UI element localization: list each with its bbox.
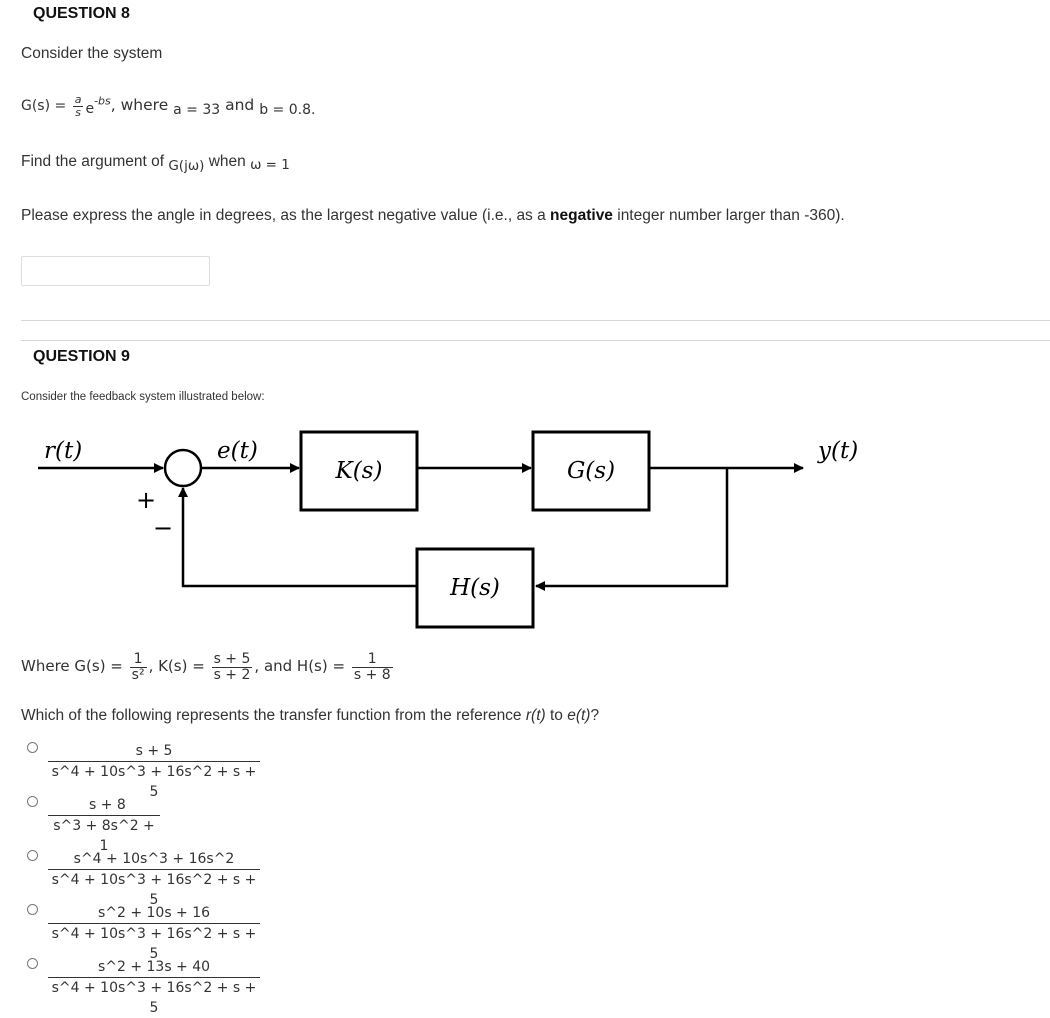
where-g-label: Where G(s) = [21,657,128,676]
question-mid: to [545,707,568,724]
plus-sign: + [136,486,156,514]
minus-sign: − [153,514,173,542]
y-label: y(t) [817,438,858,464]
option-1-numerator: s + 5 [135,743,173,759]
b-definition: b = 0.8. [259,102,316,119]
k-block [299,430,419,512]
question-end: ? [590,707,600,724]
feedback-block-diagram: r(t) e(t) y(t) K(s) G(s) H(s) + − [38,430,858,629]
option-5-denominator: s^4 + 10s^3 + 16s^2 + s + 5 [48,977,260,1016]
find-prefix: Find the argument of [21,153,169,170]
option-2-fraction[interactable]: s + 8 s^3 + 8s^2 + 1 [48,795,160,854]
question-8-heading: QUESTION 8 [33,5,130,22]
k-label: , K(s) = [148,657,210,676]
option-2-numerator: s + 8 [89,797,126,813]
g-block-label: G(s) [567,458,615,484]
r-label: r(t) [44,438,82,464]
h-numerator: 1 [367,651,377,667]
summing-junction [163,448,203,488]
question-r: r(t) [525,707,546,724]
option-4-radio[interactable] [27,904,38,915]
h-denominator: s + 8 [351,666,393,683]
k-denominator: s + 2 [211,666,253,683]
a-definition: a = 33 [173,102,221,119]
option-4-numerator: s^2 + 10s + 16 [97,905,211,921]
k-block-label: K(s) [335,458,383,484]
k-numerator: s + 5 [213,651,251,667]
option-5-numerator: s^2 + 13s + 40 [97,959,211,975]
h-block-label: H(s) [449,575,500,601]
exp-base: e [85,101,95,118]
exp-power: -bs [94,94,111,108]
option-5-fraction[interactable]: s^2 + 13s + 40 s^4 + 10s^3 + 16s^2 + s +… [48,957,260,1016]
system-lhs: G(s) = [21,98,71,115]
q9-question: Which of the following represents the tr… [21,707,599,725]
feedback-path [535,468,729,591]
q8-find-line: Find the argument of G(jω) when ω = 1 [21,153,290,174]
fraction-denominator: s [72,105,84,119]
option-1-fraction[interactable]: s + 5 s^4 + 10s^3 + 16s^2 + s + 5 [48,741,260,800]
g-denominator: s² [129,666,147,683]
option-3-fraction[interactable]: s^4 + 10s^3 + 16s^2 s^4 + 10s^3 + 16s^2 … [48,849,260,908]
option-2-denominator: s^3 + 8s^2 + 1 [48,815,160,854]
instruction-bold: negative [550,207,613,224]
and-text: and [220,96,260,115]
g-block [531,430,651,512]
where-text: , where [110,96,174,115]
divider [21,340,1050,341]
question-start: Which of the following represents the tr… [21,707,526,724]
option-1-radio[interactable] [27,742,38,753]
h-block [415,547,535,629]
e-label: e(t) [217,438,258,464]
option-4-fraction[interactable]: s^2 + 10s + 16 s^4 + 10s^3 + 16s^2 + s +… [48,903,260,962]
option-3-denominator: s^4 + 10s^3 + 16s^2 + s + 5 [48,869,260,908]
q8-instruction: Please express the angle in degrees, as … [21,207,845,225]
fraction-numerator: a [74,93,82,106]
option-5-radio[interactable] [27,958,38,969]
g-numerator: 1 [133,651,143,667]
instruction-end: integer number larger than -360). [612,207,845,224]
h-label: , and H(s) = [254,657,350,676]
option-3-radio[interactable] [27,850,38,861]
question-9-heading: QUESTION 9 [33,348,130,365]
q9-intro: Consider the feedback system illustrated… [21,391,265,403]
feedback-return-path [178,487,417,588]
omega-value: ω = 1 [250,157,290,173]
option-1-denominator: s^4 + 10s^3 + 16s^2 + s + 5 [48,761,260,800]
when-text: when [204,153,251,170]
q8-consider-text: Consider the system [21,45,163,62]
divider [21,320,1050,321]
g-jw: G(jω) [168,158,205,174]
option-3-numerator: s^4 + 10s^3 + 16s^2 [73,851,235,867]
question-e: e(t) [567,707,591,724]
option-4-denominator: s^4 + 10s^3 + 16s^2 + s + 5 [48,923,260,962]
q8-answer-input[interactable] [21,256,210,286]
instruction-start: Please express the angle in degrees, as … [21,207,551,224]
option-2-radio[interactable] [27,796,38,807]
